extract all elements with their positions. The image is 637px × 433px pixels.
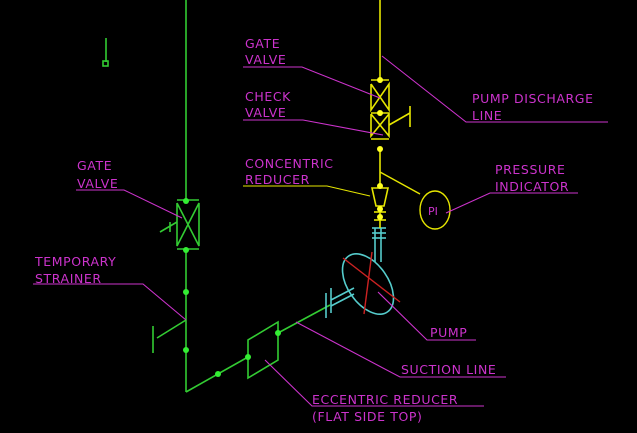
leader-temporary-strainer [33, 283, 187, 321]
leader-check-valve [243, 119, 384, 136]
pressure-indicator-symbol: PI [428, 205, 438, 218]
label-gate-valve-suction-1: GATE [77, 158, 112, 173]
label-gate-valve-suction-2: VALVE [77, 176, 118, 191]
label-concentric-reducer-1: CONCENTRIC [245, 156, 334, 171]
label-pump-discharge-line-1: PUMP DISCHARGE [472, 91, 594, 106]
leader-pump [377, 291, 476, 341]
eccentric-reducer [247, 320, 279, 380]
suction-flange [325, 287, 355, 318]
leader-lines [33, 55, 608, 407]
pressure-indicator-branch [379, 171, 451, 230]
temporary-strainer [152, 319, 187, 353]
discharge-gate-valve [370, 79, 390, 114]
leader-pump-discharge-line [381, 55, 608, 123]
pump [341, 227, 401, 315]
pressure-indicator-bubble [419, 190, 451, 230]
label-gate-valve-discharge-2: VALVE [245, 52, 286, 67]
label-gate-valve-discharge-1: GATE [245, 36, 280, 51]
leader-eccentric-reducer [264, 359, 484, 407]
label-pump: PUMP [430, 325, 467, 340]
label-pressure-indicator-1: PRESSURE [495, 162, 566, 177]
suction-run-to-pump [277, 304, 331, 334]
label-suction-line: SUCTION LINE [401, 362, 496, 377]
pump-casing [341, 253, 395, 315]
label-eccentric-reducer-1: ECCENTRIC REDUCER [312, 392, 458, 407]
label-check-valve-1: CHECK [245, 89, 291, 104]
label-temporary-strainer-1: TEMPORARY [34, 254, 116, 269]
leader-gate-valve-suction [76, 189, 183, 219]
label-eccentric-reducer-2: (FLAT SIDE TOP) [312, 409, 423, 424]
suction-gate-valve [159, 199, 200, 250]
leader-suction-line [295, 321, 506, 378]
label-check-valve-2: VALVE [245, 105, 286, 120]
discharge-weld-points [377, 77, 383, 220]
leader-concentric-reducer [243, 185, 371, 197]
label-temporary-strainer-2: STRAINER [35, 271, 102, 286]
label-pump-discharge-line-2: LINE [472, 108, 502, 123]
pump-centerline-a [342, 257, 401, 303]
reference-tick-box [102, 60, 109, 67]
check-valve [370, 106, 411, 140]
leader-pressure-indicator [445, 192, 578, 214]
pump-centerline-b [363, 251, 373, 315]
label-pressure-indicator-2: INDICATOR [495, 179, 569, 194]
label-concentric-reducer-2: REDUCER [245, 172, 310, 187]
suction-weld-points [183, 198, 281, 377]
leader-gate-valve-discharge [243, 66, 381, 99]
